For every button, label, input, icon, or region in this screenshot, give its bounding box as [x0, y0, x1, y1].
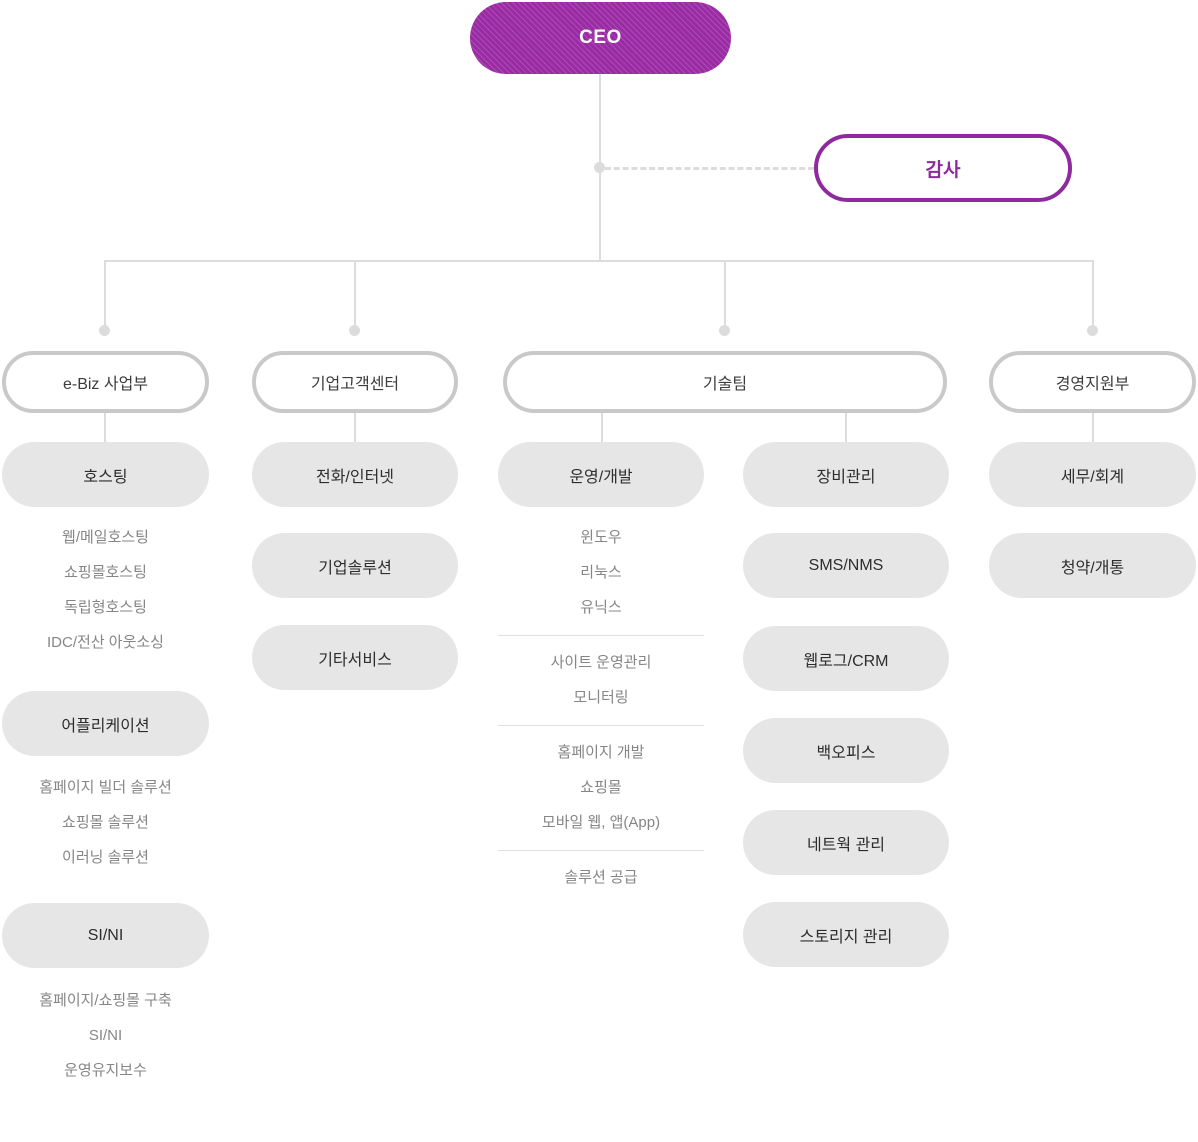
- node-dept-ebiz[interactable]: e-Biz 사업부: [2, 351, 209, 413]
- node-sub-enterprise-solution-label: 기업솔루션: [318, 559, 392, 577]
- leaf-item: IDC/전산 아웃소싱: [47, 634, 164, 651]
- node-sub-si-ni-label: SI/NI: [87, 926, 124, 944]
- leaf-item: 홈페이지 개발: [557, 744, 645, 761]
- node-audit[interactable]: 감사: [814, 134, 1072, 202]
- leaf-divider: [498, 725, 704, 726]
- node-dept-corp-center-label: 기업고객센터: [310, 376, 400, 393]
- node-sub-equipment-management[interactable]: 장비관리: [743, 442, 949, 507]
- leaf-group-application: 홈페이지 빌더 솔루션 쇼핑몰 솔루션 이러닝 솔루션: [2, 770, 209, 875]
- node-sub-phone-internet[interactable]: 전화/인터넷: [252, 442, 458, 507]
- node-sub-etc-service-label: 기타서비스: [318, 651, 392, 669]
- node-sub-enterprise-solution[interactable]: 기업솔루션: [252, 533, 458, 598]
- node-sub-operation-development[interactable]: 운영/개발: [498, 442, 704, 507]
- node-sub-sms-nms[interactable]: SMS/NMS: [743, 533, 949, 598]
- connector-dot-corp-center: [349, 325, 360, 336]
- node-dept-management-support[interactable]: 경영지원부: [989, 351, 1196, 413]
- leaf-item: 모니터링: [573, 689, 629, 706]
- connector-drop-tech-team: [724, 260, 726, 328]
- node-sub-back-office-label: 백오피스: [816, 744, 876, 762]
- leaf-item: 모바일 웹, 앱(App): [541, 814, 661, 831]
- node-sub-weblog-crm-label: 웹로그/CRM: [803, 652, 889, 670]
- connector-level2-bus: [104, 260, 1094, 262]
- leaf-item: 독립형호스팅: [64, 599, 147, 616]
- node-sub-storage-management-label: 스토리지 관리: [799, 928, 893, 946]
- connector-dot-management-support: [1087, 325, 1098, 336]
- leaf-item: 쇼핑몰: [580, 779, 622, 796]
- node-sub-tax-accounting-label: 세무/회계: [1060, 468, 1125, 486]
- connector-tech-team-to-sub-right: [845, 413, 847, 443]
- node-sub-equipment-management-label: 장비관리: [816, 468, 876, 486]
- leaf-item: 리눅스: [580, 564, 622, 581]
- node-sub-storage-management[interactable]: 스토리지 관리: [743, 902, 949, 967]
- node-sub-network-management[interactable]: 네트웍 관리: [743, 810, 949, 875]
- node-sub-application-label: 어플리케이션: [61, 717, 150, 735]
- node-sub-network-management-label: 네트웍 관리: [806, 836, 886, 854]
- node-sub-tax-accounting[interactable]: 세무/회계: [989, 442, 1196, 507]
- leaf-group-hosting: 웹/메일호스팅 쇼핑몰호스팅 독립형호스팅 IDC/전산 아웃소싱: [2, 520, 209, 660]
- leaf-item: 솔루션 공급: [564, 869, 638, 886]
- node-sub-subscription-activation-label: 청약/개통: [1060, 559, 1125, 577]
- node-sub-hosting[interactable]: 호스팅: [2, 442, 209, 507]
- node-dept-management-support-label: 경영지원부: [1055, 376, 1130, 393]
- node-sub-sms-nms-label: SMS/NMS: [808, 556, 884, 574]
- node-ceo[interactable]: CEO: [470, 2, 731, 74]
- connector-ebiz-to-sub: [104, 413, 106, 443]
- leaf-item: 홈페이지 빌더 솔루션: [39, 779, 172, 796]
- leaf-item: 유닉스: [580, 599, 622, 616]
- node-dept-corp-center[interactable]: 기업고객센터: [252, 351, 458, 413]
- node-sub-si-ni[interactable]: SI/NI: [2, 903, 209, 968]
- connector-dot-tech-team: [719, 325, 730, 336]
- leaf-group-si-ni: 홈페이지/쇼핑몰 구축 SI/NI 운영유지보수: [2, 983, 209, 1088]
- node-dept-tech-team[interactable]: 기술팀: [503, 351, 947, 413]
- node-sub-hosting-label: 호스팅: [83, 468, 128, 486]
- leaf-item: SI/NI: [88, 1027, 123, 1044]
- leaf-item: 윈도우: [580, 529, 622, 546]
- node-sub-phone-internet-label: 전화/인터넷: [315, 468, 395, 486]
- leaf-item: 사이트 운영관리: [550, 654, 652, 671]
- connector-drop-ebiz: [104, 260, 106, 328]
- connector-dot-ebiz: [99, 325, 110, 336]
- connector-drop-corp-center: [354, 260, 356, 328]
- leaf-item: 웹/메일호스팅: [62, 529, 149, 546]
- connector-corp-center-to-sub: [354, 413, 356, 443]
- node-sub-etc-service[interactable]: 기타서비스: [252, 625, 458, 690]
- leaf-item: 쇼핑몰호스팅: [64, 564, 147, 581]
- node-dept-ebiz-label: e-Biz 사업부: [62, 376, 149, 393]
- leaf-divider: [498, 635, 704, 636]
- leaf-divider: [498, 850, 704, 851]
- node-sub-operation-development-label: 운영/개발: [569, 468, 633, 486]
- node-dept-tech-team-label: 기술팀: [702, 376, 748, 393]
- node-audit-label: 감사: [925, 159, 961, 181]
- node-sub-subscription-activation[interactable]: 청약/개통: [989, 533, 1196, 598]
- node-sub-weblog-crm[interactable]: 웹로그/CRM: [743, 626, 949, 691]
- connector-drop-management-support: [1092, 260, 1094, 328]
- leaf-item: 운영유지보수: [64, 1062, 147, 1079]
- leaf-item: 쇼핑몰 솔루션: [62, 814, 149, 831]
- leaf-item: 홈페이지/쇼핑몰 구축: [39, 992, 172, 1009]
- connector-tech-team-to-sub-left: [601, 413, 603, 443]
- connector-dot-audit: [594, 162, 605, 173]
- leaf-item: 이러닝 솔루션: [62, 849, 149, 866]
- connector-dashed-audit: [605, 167, 814, 170]
- connector-management-support-to-sub: [1092, 413, 1094, 443]
- node-ceo-label: CEO: [579, 27, 622, 48]
- node-sub-application[interactable]: 어플리케이션: [2, 691, 209, 756]
- leaf-group-operation-development: 윈도우 리눅스 유닉스 사이트 운영관리 모니터링 홈페이지 개발 쇼핑몰 모바…: [498, 520, 704, 895]
- node-sub-back-office[interactable]: 백오피스: [743, 718, 949, 783]
